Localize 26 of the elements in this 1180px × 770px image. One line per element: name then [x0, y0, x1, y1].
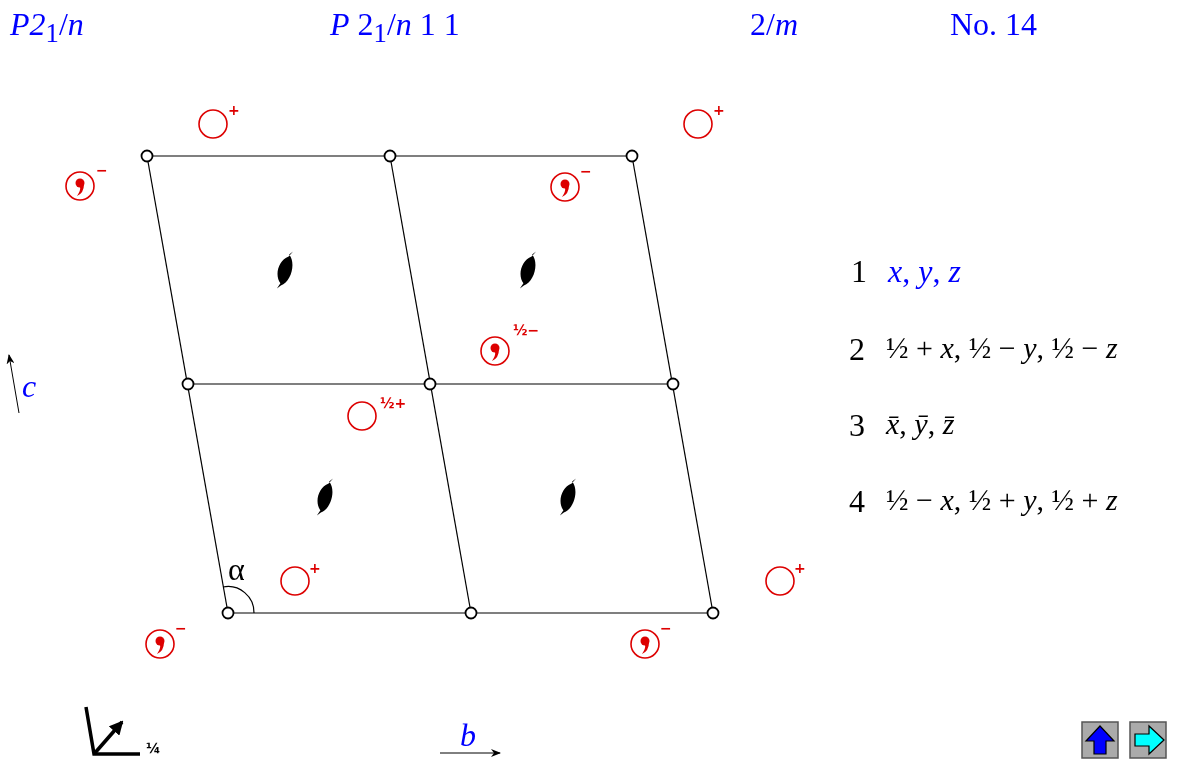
height-label: +: [228, 103, 240, 117]
position-number: 3: [849, 409, 865, 441]
point-group-symbol: 2/m: [750, 8, 798, 40]
angle-label: α: [228, 553, 245, 585]
position-number: 4: [849, 485, 865, 517]
position-number: 1: [851, 255, 867, 287]
height-label: ½−: [513, 323, 540, 337]
height-label: −: [175, 621, 187, 635]
height-label: +: [309, 561, 321, 575]
height-label: +: [794, 561, 806, 575]
full-space-group-symbol: P 2$_{1}$/n 1 1: [330, 8, 460, 48]
coordinate-triplet: ½ − x, ½ + y, ½ + z: [886, 485, 1118, 515]
height-label: −: [96, 163, 108, 177]
space-group-number: No. 14: [950, 8, 1038, 40]
coordinate-triplet: x, y, z: [888, 255, 961, 287]
height-fraction: ¼: [146, 741, 161, 755]
coordinate-triplet: ½ + x, ½ − y, ½ − z: [886, 333, 1118, 363]
height-label: +: [713, 103, 725, 117]
position-number: 2: [849, 333, 865, 365]
coordinate-triplet: x̄, ȳ, z̄: [886, 409, 955, 439]
height-label: ½+: [380, 396, 407, 410]
height-label: −: [580, 164, 592, 178]
height-label: −: [660, 621, 672, 635]
axis-label: c: [22, 370, 37, 402]
space-group-symbol: P2$_{1}$/n: [10, 8, 84, 48]
axis-label: b: [460, 719, 476, 751]
